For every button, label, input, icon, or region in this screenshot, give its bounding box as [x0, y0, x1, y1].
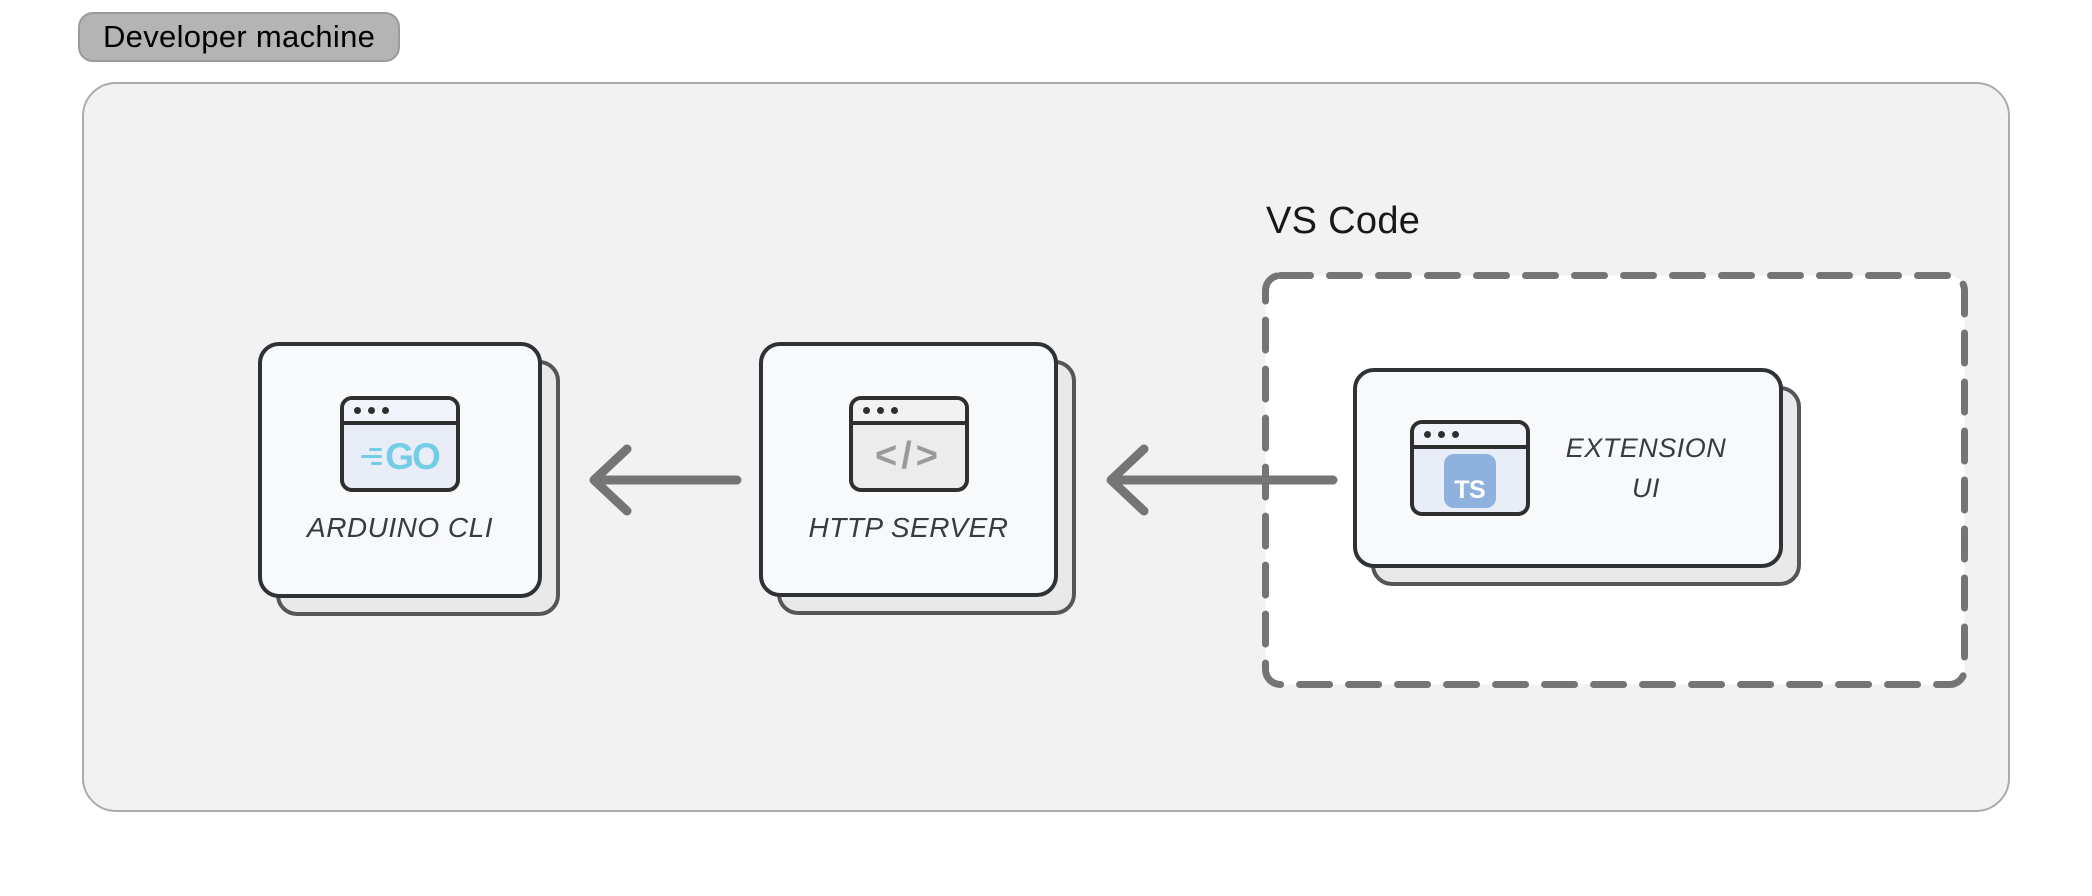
arrow-http-to-arduino	[589, 444, 742, 516]
node-label-http-server: HTTP SERVER	[808, 511, 1009, 543]
browser-window-ts-icon: TS	[1409, 420, 1530, 516]
window-dot	[368, 407, 375, 414]
ts-logo-badge: TS	[1443, 453, 1496, 508]
window-titlebar	[1413, 424, 1526, 449]
vscode-group-label: VS Code	[1266, 200, 1421, 242]
node-label-line: UI	[1632, 473, 1660, 503]
window-body: TS	[1414, 449, 1526, 512]
window-body: GO	[344, 425, 456, 488]
developer-machine-badge: Developer machine	[78, 12, 401, 62]
browser-window-code-icon: </>	[848, 395, 969, 492]
go-logo: GO	[361, 435, 441, 478]
window-dot	[382, 407, 389, 414]
window-dot	[1423, 431, 1431, 438]
window-titlebar	[852, 399, 965, 425]
window-dot	[890, 406, 898, 414]
node-arduino-cli: GO ARDUINO CLI	[258, 342, 560, 616]
window-dot	[876, 406, 884, 414]
go-logo-text: GO	[385, 435, 441, 477]
node-label-extension-ui: EXTENSION UI	[1566, 428, 1727, 508]
node-label-arduino-cli: ARDUINO CLI	[307, 512, 493, 543]
window-dot	[1437, 431, 1445, 438]
node-extension-ui: TS EXTENSION UI	[1353, 368, 1801, 586]
card-face: </> HTTP SERVER	[759, 342, 1058, 597]
window-dot	[354, 407, 361, 414]
window-titlebar	[344, 400, 456, 425]
card-face: GO ARDUINO CLI	[258, 342, 542, 598]
ts-logo-text: TS	[1454, 475, 1486, 504]
code-glyph: </>	[875, 434, 942, 477]
card-face: TS EXTENSION UI	[1353, 368, 1783, 568]
window-dot	[862, 406, 870, 414]
node-label-line: EXTENSION	[1565, 433, 1727, 463]
window-dot	[1451, 431, 1459, 438]
node-http-server: </> HTTP SERVER	[759, 342, 1076, 615]
window-body: </>	[853, 425, 965, 488]
arrow-extension-to-http	[1106, 444, 1338, 516]
browser-window-go-icon: GO	[340, 396, 460, 492]
go-speed-lines	[361, 448, 383, 465]
